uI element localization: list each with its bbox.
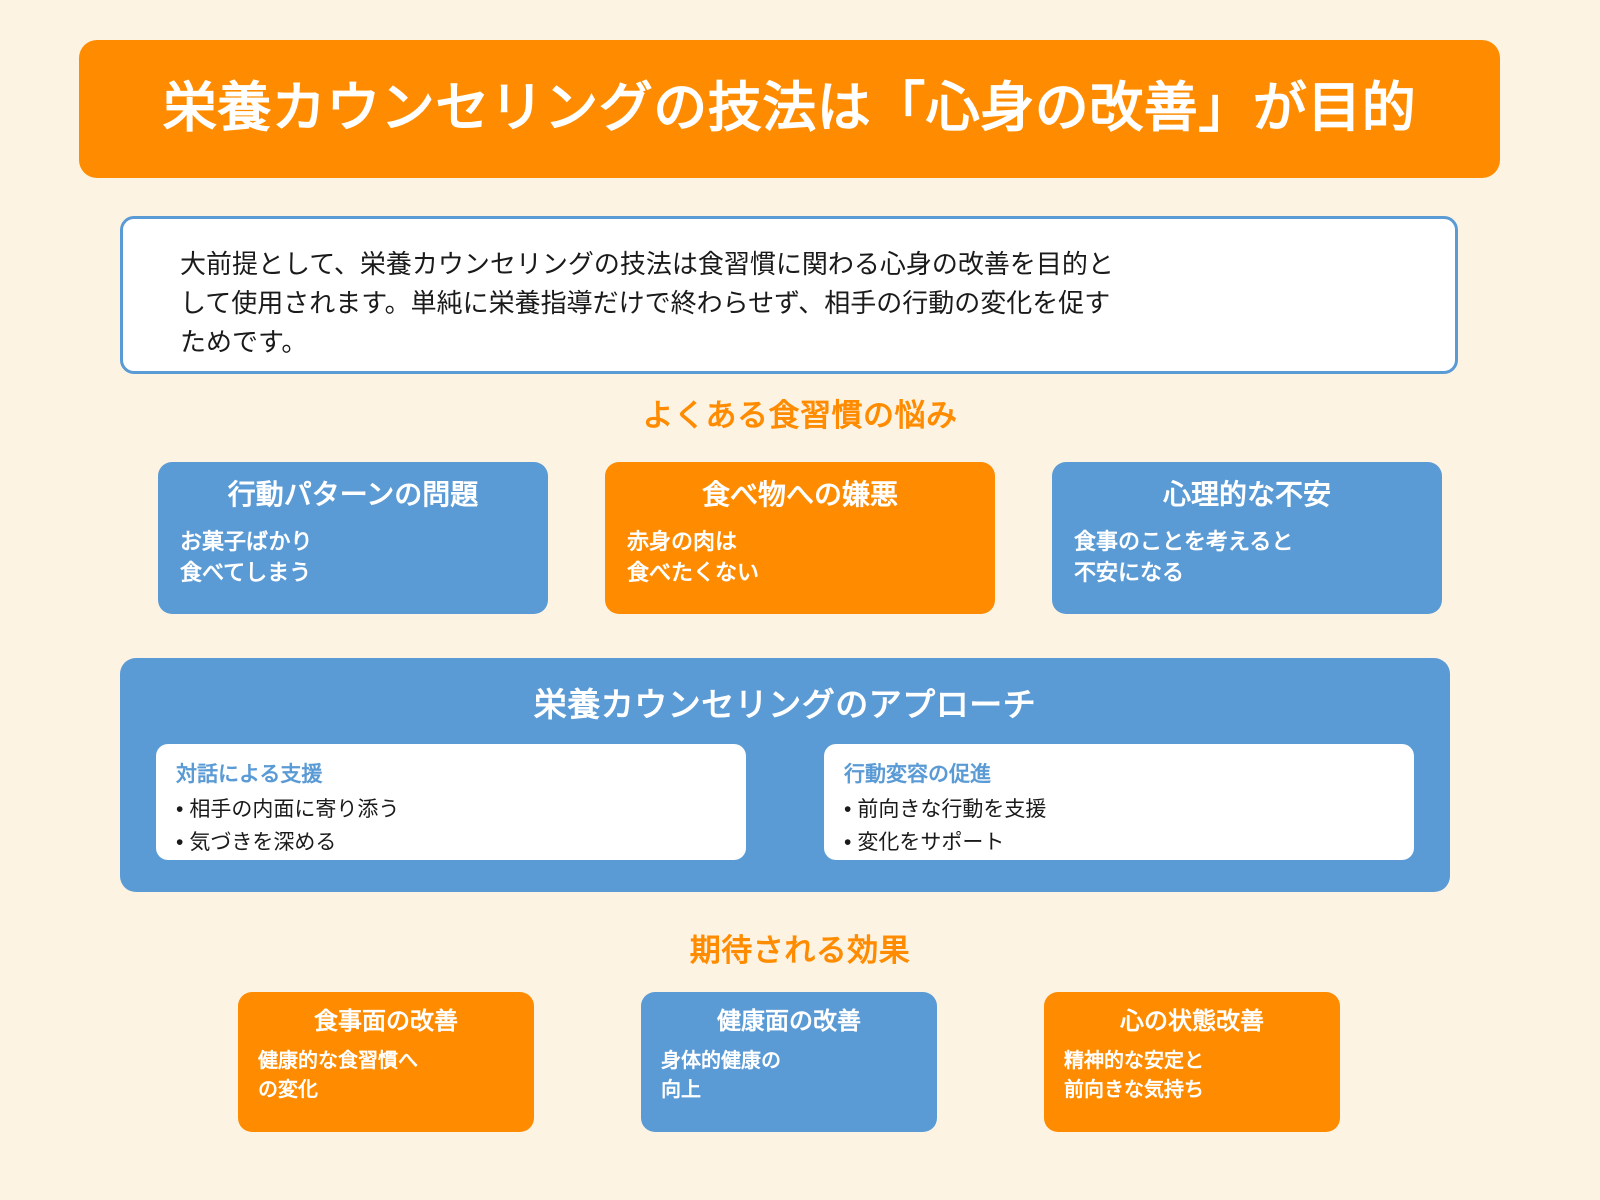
approach-card-list: 相手の内面に寄り添う 気づきを深める: [176, 794, 726, 859]
problems-card-row: 行動パターンの問題 お菓子ばかり 食べてしまう 食べ物への嫌悪 赤身の肉は 食べ…: [158, 462, 1442, 614]
problem-card-behavior-pattern[interactable]: 行動パターンの問題 お菓子ばかり 食べてしまう: [158, 462, 548, 614]
problem-card-body: 赤身の肉は 食べたくない: [627, 528, 760, 586]
approach-panel: 栄養カウンセリングのアプローチ 対話による支援 相手の内面に寄り添う 気づきを深…: [120, 658, 1450, 892]
problem-card-body: 食事のことを考えると 不安になる: [1074, 528, 1294, 586]
approach-card-list: 前向きな行動を支援 変化をサポート: [844, 794, 1394, 859]
problem-card-psychological-anxiety[interactable]: 心理的な不安 食事のことを考えると 不安になる: [1052, 462, 1442, 614]
effect-card-diet-improvement[interactable]: 食事面の改善 健康的な食習慣へ の変化: [238, 992, 534, 1132]
effects-section-heading: 期待される効果: [689, 933, 911, 968]
approach-card-behavior-change[interactable]: 行動変容の促進 前向きな行動を支援 変化をサポート: [824, 744, 1414, 860]
effect-card-title: 食事面の改善: [314, 1008, 458, 1035]
problems-section-heading: よくある食習慣の悩み: [642, 398, 958, 433]
effect-card-mental-improvement[interactable]: 心の状態改善 精神的な安定と 前向きな気持ち: [1044, 992, 1340, 1132]
approach-card-dialogue-support[interactable]: 対話による支援 相手の内面に寄り添う 気づきを深める: [156, 744, 746, 860]
problem-card-food-aversion[interactable]: 食べ物への嫌悪 赤身の肉は 食べたくない: [605, 462, 995, 614]
approach-list-item: 前向きな行動を支援: [844, 794, 1394, 827]
approach-list-item: 気づきを深める: [176, 827, 726, 860]
effects-card-row: 食事面の改善 健康的な食習慣へ の変化 健康面の改善 身体的健康の 向上 心の状…: [238, 992, 1340, 1132]
problem-card-title: 行動パターンの問題: [227, 479, 479, 510]
approach-panel-title: 栄養カウンセリングのアプローチ: [533, 686, 1037, 723]
effect-card-title: 健康面の改善: [717, 1008, 861, 1035]
approach-list-item: 変化をサポート: [844, 827, 1394, 860]
problem-card-title: 食べ物への嫌悪: [701, 479, 898, 510]
intro-paragraph: 大前提として、栄養カウンセリングの技法は食習慣に関わる心身の改善を目的と して使…: [180, 249, 1114, 357]
effect-card-body: 身体的健康の 向上: [661, 1049, 781, 1101]
approach-card-row: 対話による支援 相手の内面に寄り添う 気づきを深める 行動変容の促進 前向きな行…: [156, 744, 1414, 860]
problem-card-title: 心理的な不安: [1162, 479, 1331, 510]
effect-card-title: 心の状態改善: [1120, 1008, 1264, 1035]
page-title: 栄養カウンセリングの技法は「心身の改善」が目的: [162, 78, 1417, 139]
effect-card-body: 精神的な安定と 前向きな気持ち: [1064, 1049, 1204, 1101]
approach-card-title: 対話による支援: [176, 763, 323, 786]
approach-list-item: 相手の内面に寄り添う: [176, 794, 726, 827]
approach-card-title: 行動変容の促進: [844, 763, 991, 786]
intro-box: 大前提として、栄養カウンセリングの技法は食習慣に関わる心身の改善を目的と して使…: [120, 216, 1458, 374]
effect-card-body: 健康的な食習慣へ の変化: [258, 1049, 418, 1101]
problem-card-body: お菓子ばかり 食べてしまう: [180, 528, 313, 586]
title-banner: 栄養カウンセリングの技法は「心身の改善」が目的: [79, 40, 1500, 178]
effect-card-health-improvement[interactable]: 健康面の改善 身体的健康の 向上: [641, 992, 937, 1132]
